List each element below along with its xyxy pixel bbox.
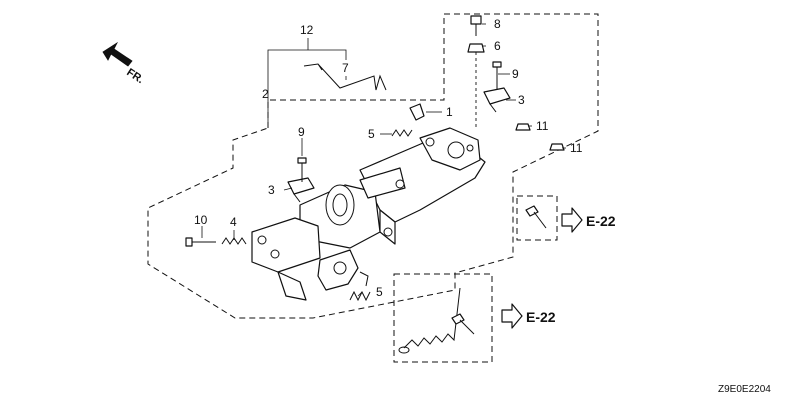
callout-6: 6 <box>494 39 501 53</box>
screw-ref-upper <box>525 205 547 229</box>
front-direction-label: FR. <box>124 66 145 86</box>
callout-10: 10 <box>194 213 208 227</box>
screw-lower <box>297 157 307 182</box>
callout-5-upper: 5 <box>368 127 375 141</box>
return-spring-part <box>398 287 461 354</box>
nut-part <box>467 43 485 130</box>
callout-9-upper: 9 <box>512 67 519 81</box>
nut-11-a <box>515 123 531 131</box>
callout-11-upper: 11 <box>536 119 549 133</box>
screw-ref-lower <box>451 313 475 335</box>
reference-box-lower <box>393 273 493 363</box>
callout-3-lower: 3 <box>268 183 275 197</box>
arrow-icon-upper <box>561 207 583 233</box>
diagram-code: Z9E0E2204 <box>718 384 771 395</box>
callout-9-lower: 9 <box>298 125 305 139</box>
callout-12: 12 <box>300 23 314 37</box>
callout-11-lower: 11 <box>570 141 583 155</box>
callout-1: 1 <box>446 105 453 119</box>
spring-upper <box>391 129 413 137</box>
bolt-10 <box>185 237 216 247</box>
callout-7: 7 <box>342 61 349 75</box>
leader-lines <box>201 23 566 297</box>
main-bracket-plate <box>251 127 486 301</box>
nut-11-b <box>549 143 565 151</box>
front-direction-arrow: FR. <box>102 41 146 86</box>
assembly-outline <box>147 13 599 319</box>
reference-label-upper: E-22 <box>586 213 616 229</box>
throttle-clip-lower <box>287 177 315 203</box>
callout-5-lower: 5 <box>376 285 383 299</box>
reference-label-lower: E-22 <box>526 309 556 325</box>
callout-brackets <box>267 38 347 128</box>
callout-8: 8 <box>494 17 501 31</box>
arrow-icon-lower <box>501 303 523 329</box>
callout-4: 4 <box>230 215 237 229</box>
screw-upper <box>492 61 502 90</box>
bolt-part <box>470 15 482 36</box>
reference-box-upper <box>516 195 558 241</box>
callout-2: 2 <box>262 87 269 101</box>
lever-part <box>409 103 425 121</box>
wire-rod-part <box>303 63 387 91</box>
callout-3-upper: 3 <box>518 93 525 107</box>
spring-lower <box>349 271 371 302</box>
